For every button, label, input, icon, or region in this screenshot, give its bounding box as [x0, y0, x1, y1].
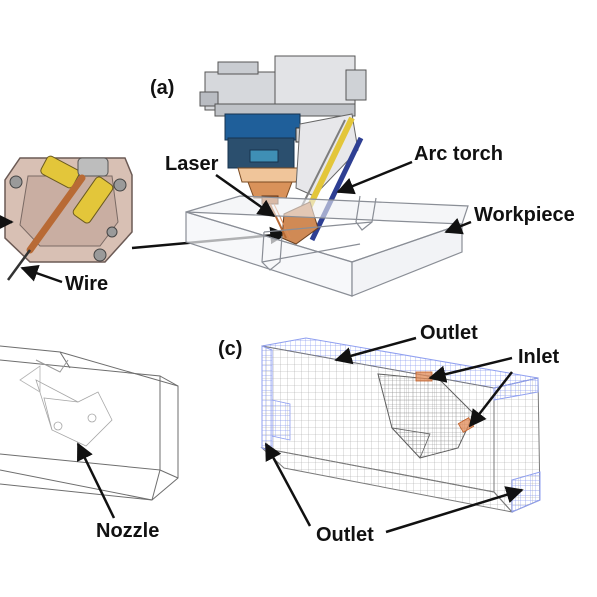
workpiece-annotation: Workpiece: [444, 204, 575, 235]
laser-annotation: Laser: [165, 153, 276, 218]
outlet-bottom-label: Outlet: [316, 524, 374, 546]
laser-label: Laser: [165, 153, 219, 175]
arc-torch-annotation: Arc torch: [336, 143, 503, 195]
workpiece-label: Workpiece: [474, 204, 575, 226]
cfd-mesh-domain: [260, 337, 541, 513]
nozzle-annotation: Nozzle: [76, 442, 159, 542]
inlet-label: Inlet: [518, 346, 559, 368]
inlet-annotation: Inlet: [428, 346, 559, 428]
wire-label: Wire: [65, 273, 108, 295]
nozzle-label: Nozzle: [96, 520, 159, 542]
workpiece-block: [185, 195, 469, 297]
nozzle-closeup-inset: [4, 155, 133, 281]
panel-label-a: (a): [150, 77, 174, 99]
wire-annotation: Wire: [20, 264, 108, 295]
laser-head-assembly: [199, 55, 367, 205]
outlet-top-label: Outlet: [420, 322, 478, 344]
arc-torch-label: Arc torch: [414, 143, 503, 165]
panel-label-c: (c): [218, 338, 242, 360]
outlet-bottom-annotation: Outlet: [264, 442, 524, 546]
nozzle-wireframe-model: [0, 345, 179, 501]
outlet-top-annotation: Outlet: [334, 322, 478, 365]
